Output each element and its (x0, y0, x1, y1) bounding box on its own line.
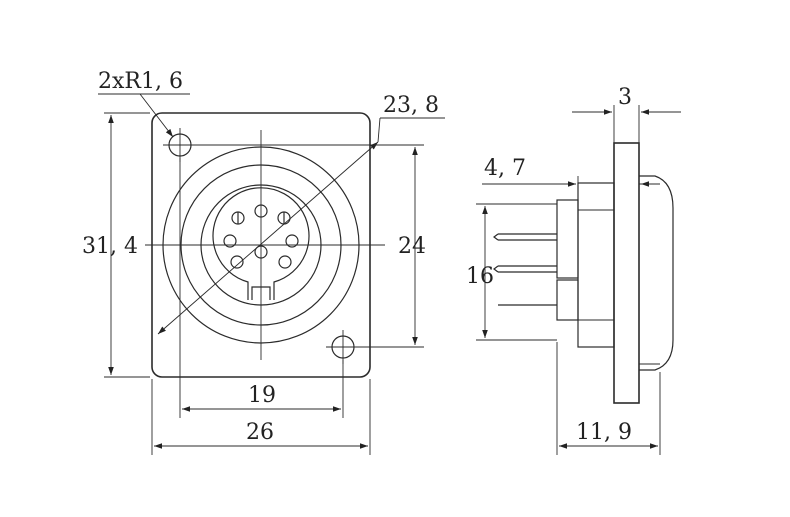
mount-depth-label: 4, 7 (484, 156, 526, 181)
side-contacts (493, 199, 579, 321)
diagonal-label: 23, 8 (383, 93, 439, 118)
hole-radius-label: 2xR1, 6 (98, 69, 183, 94)
overall-width-label: 26 (246, 420, 274, 445)
flange-thickness-label: 3 (618, 85, 632, 110)
side-front-dome (639, 175, 674, 371)
body-depth-label: 11, 9 (576, 420, 632, 445)
pin-span-label: 16 (466, 264, 494, 289)
vertical-hole-spacing-label: 24 (398, 234, 426, 259)
side-view: 3 4, 7 16 11, 9 (466, 85, 681, 455)
diagonal-dimension-line (157, 141, 379, 335)
side-flange (613, 142, 640, 404)
overall-height-label: 31, 4 (82, 234, 138, 259)
side-rear-body (577, 182, 615, 348)
horizontal-hole-spacing-label: 19 (248, 383, 276, 408)
front-view: 23, 8 2xR1, 6 31, 4 24 19 26 (82, 69, 445, 455)
hole-radius-leader (139, 93, 174, 138)
